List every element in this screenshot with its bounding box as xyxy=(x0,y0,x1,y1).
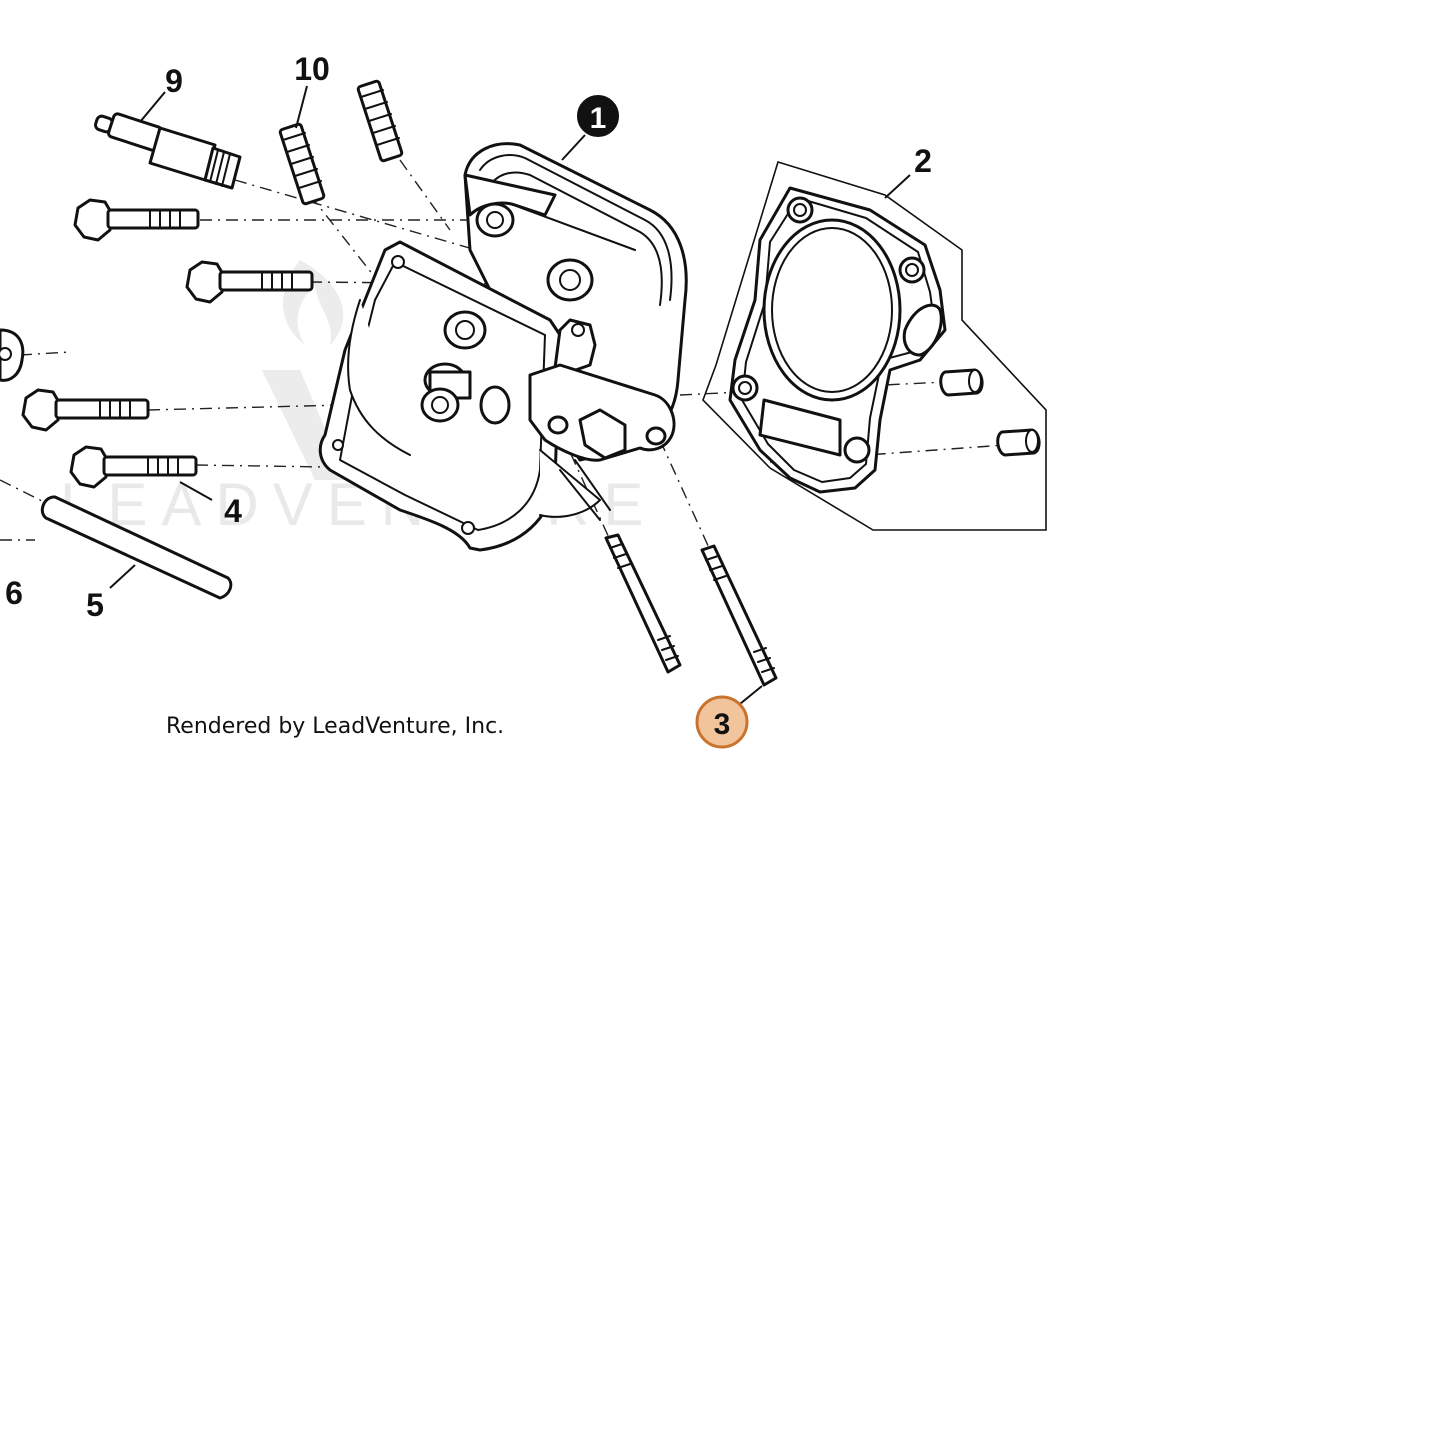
callout-6[interactable]: 6 xyxy=(5,575,23,611)
callout-9[interactable]: 9 xyxy=(165,63,183,99)
stud-lower-right[interactable] xyxy=(700,544,778,687)
stud-lower-left[interactable] xyxy=(604,533,682,674)
cylinder-head[interactable] xyxy=(318,142,688,552)
callout-3-badge[interactable]: 3 xyxy=(695,695,749,749)
pipe[interactable] xyxy=(40,495,233,600)
flange-bolt-4[interactable] xyxy=(69,445,198,489)
stud-top-right[interactable] xyxy=(356,79,404,163)
callout-2[interactable]: 2 xyxy=(914,143,932,179)
head-gasket[interactable] xyxy=(728,186,947,494)
credit-text: Rendered by LeadVenture, Inc. xyxy=(166,714,504,739)
callout-1[interactable]: 1 xyxy=(590,102,607,135)
callout-4[interactable]: 4 xyxy=(224,493,242,529)
flange-bolt-2[interactable] xyxy=(185,260,314,304)
stud-top-left[interactable] xyxy=(278,122,326,206)
callout-3-highlight[interactable] xyxy=(695,695,749,749)
gasket-panel xyxy=(702,160,1047,531)
callout-10[interactable]: 10 xyxy=(294,51,330,87)
flange-bolt-3[interactable] xyxy=(21,388,150,432)
callout-1-badge[interactable]: 1 xyxy=(577,95,619,137)
flange-bolt-1[interactable] xyxy=(73,198,200,242)
dowel-pin-2[interactable] xyxy=(996,428,1041,457)
callout-5[interactable]: 5 xyxy=(86,587,104,623)
washer[interactable] xyxy=(0,328,25,382)
callout-3[interactable]: 3 xyxy=(714,708,731,741)
dowel-pin-1[interactable] xyxy=(939,368,984,397)
spark-plug[interactable] xyxy=(94,112,242,190)
